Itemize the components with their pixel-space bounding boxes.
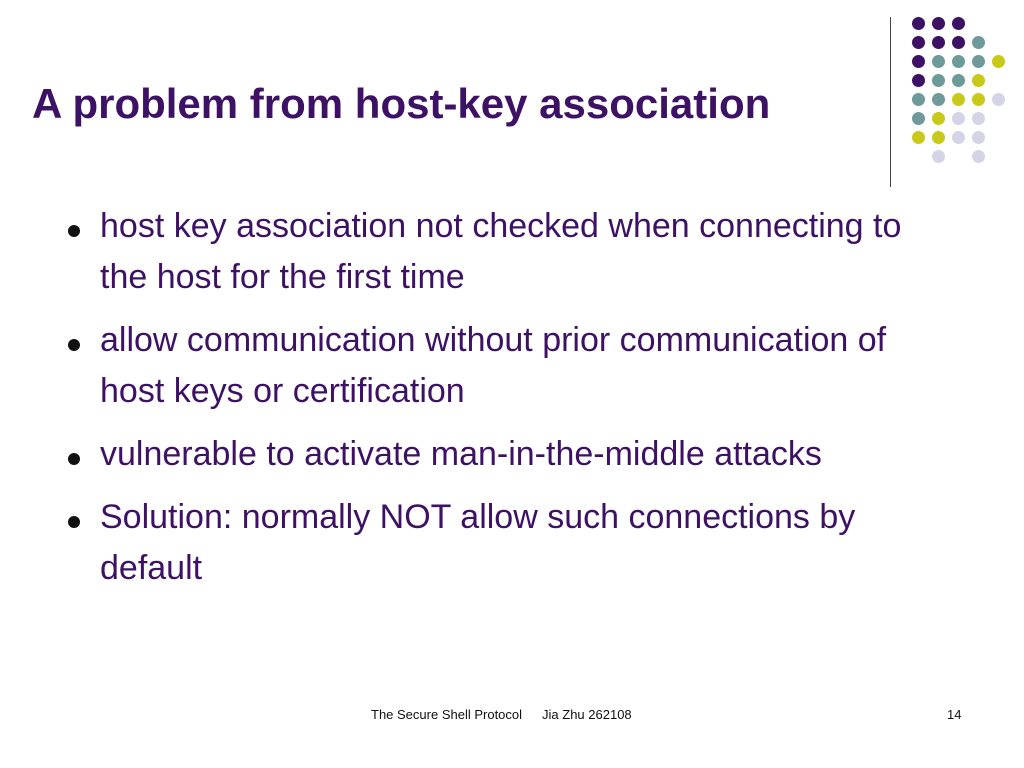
bullet-item: allow communication without prior commun… (68, 315, 928, 417)
bullet-text: host key association not checked when co… (100, 207, 902, 296)
decorative-dot (951, 130, 965, 144)
decorative-dot (951, 54, 965, 68)
decorative-dot (991, 54, 1005, 68)
bullet-text: allow communication without prior commun… (100, 321, 887, 410)
decorative-dot (971, 35, 985, 49)
bullet-item: vulnerable to activate man-in-the-middle… (68, 429, 928, 480)
decorative-dot (931, 35, 945, 49)
decorative-dot (951, 35, 965, 49)
decorative-dot (951, 111, 965, 125)
decorative-dot (931, 92, 945, 106)
decorative-dot (971, 73, 985, 87)
bullet-list: host key association not checked when co… (68, 201, 928, 606)
bullet-marker-icon (68, 339, 80, 351)
bullet-marker-icon (68, 516, 80, 528)
decorative-dot (931, 149, 945, 163)
footer-presentation-title: The Secure Shell Protocol (371, 707, 523, 722)
slide-title: A problem from host-key association (32, 80, 771, 127)
decorative-dot (911, 92, 925, 106)
decorative-dot (971, 54, 985, 68)
decorative-dot (971, 149, 985, 163)
decorative-dot (971, 92, 985, 106)
decorative-dot (951, 16, 965, 30)
footer: The Secure Shell Protocol Jia Zhu 262108 (371, 707, 632, 722)
decorative-dot (911, 35, 925, 49)
decorative-dot (911, 73, 925, 87)
decorative-dot (971, 111, 985, 125)
decorative-dot (971, 130, 985, 144)
vertical-divider (890, 17, 891, 187)
decorative-dot-pattern (0, 0, 1024, 200)
decorative-dot (951, 92, 965, 106)
decorative-dot (931, 73, 945, 87)
decorative-dot (931, 54, 945, 68)
footer-author: Jia Zhu 262108 (542, 707, 632, 722)
decorative-dot (911, 16, 925, 30)
bullet-text: Solution: normally NOT allow such connec… (100, 498, 856, 587)
decorative-dot (951, 73, 965, 87)
decorative-dot (931, 111, 945, 125)
page-number: 14 (947, 707, 962, 722)
bullet-marker-icon (68, 453, 80, 465)
bullet-item: Solution: normally NOT allow such connec… (68, 492, 928, 594)
decorative-dot (911, 130, 925, 144)
decorative-dot (911, 111, 925, 125)
decorative-dot (931, 130, 945, 144)
decorative-dot (911, 54, 925, 68)
bullet-marker-icon (68, 225, 80, 237)
decorative-dot (931, 16, 945, 30)
bullet-text: vulnerable to activate man-in-the-middle… (100, 435, 822, 473)
bullet-item: host key association not checked when co… (68, 201, 928, 303)
decorative-dot (991, 92, 1005, 106)
